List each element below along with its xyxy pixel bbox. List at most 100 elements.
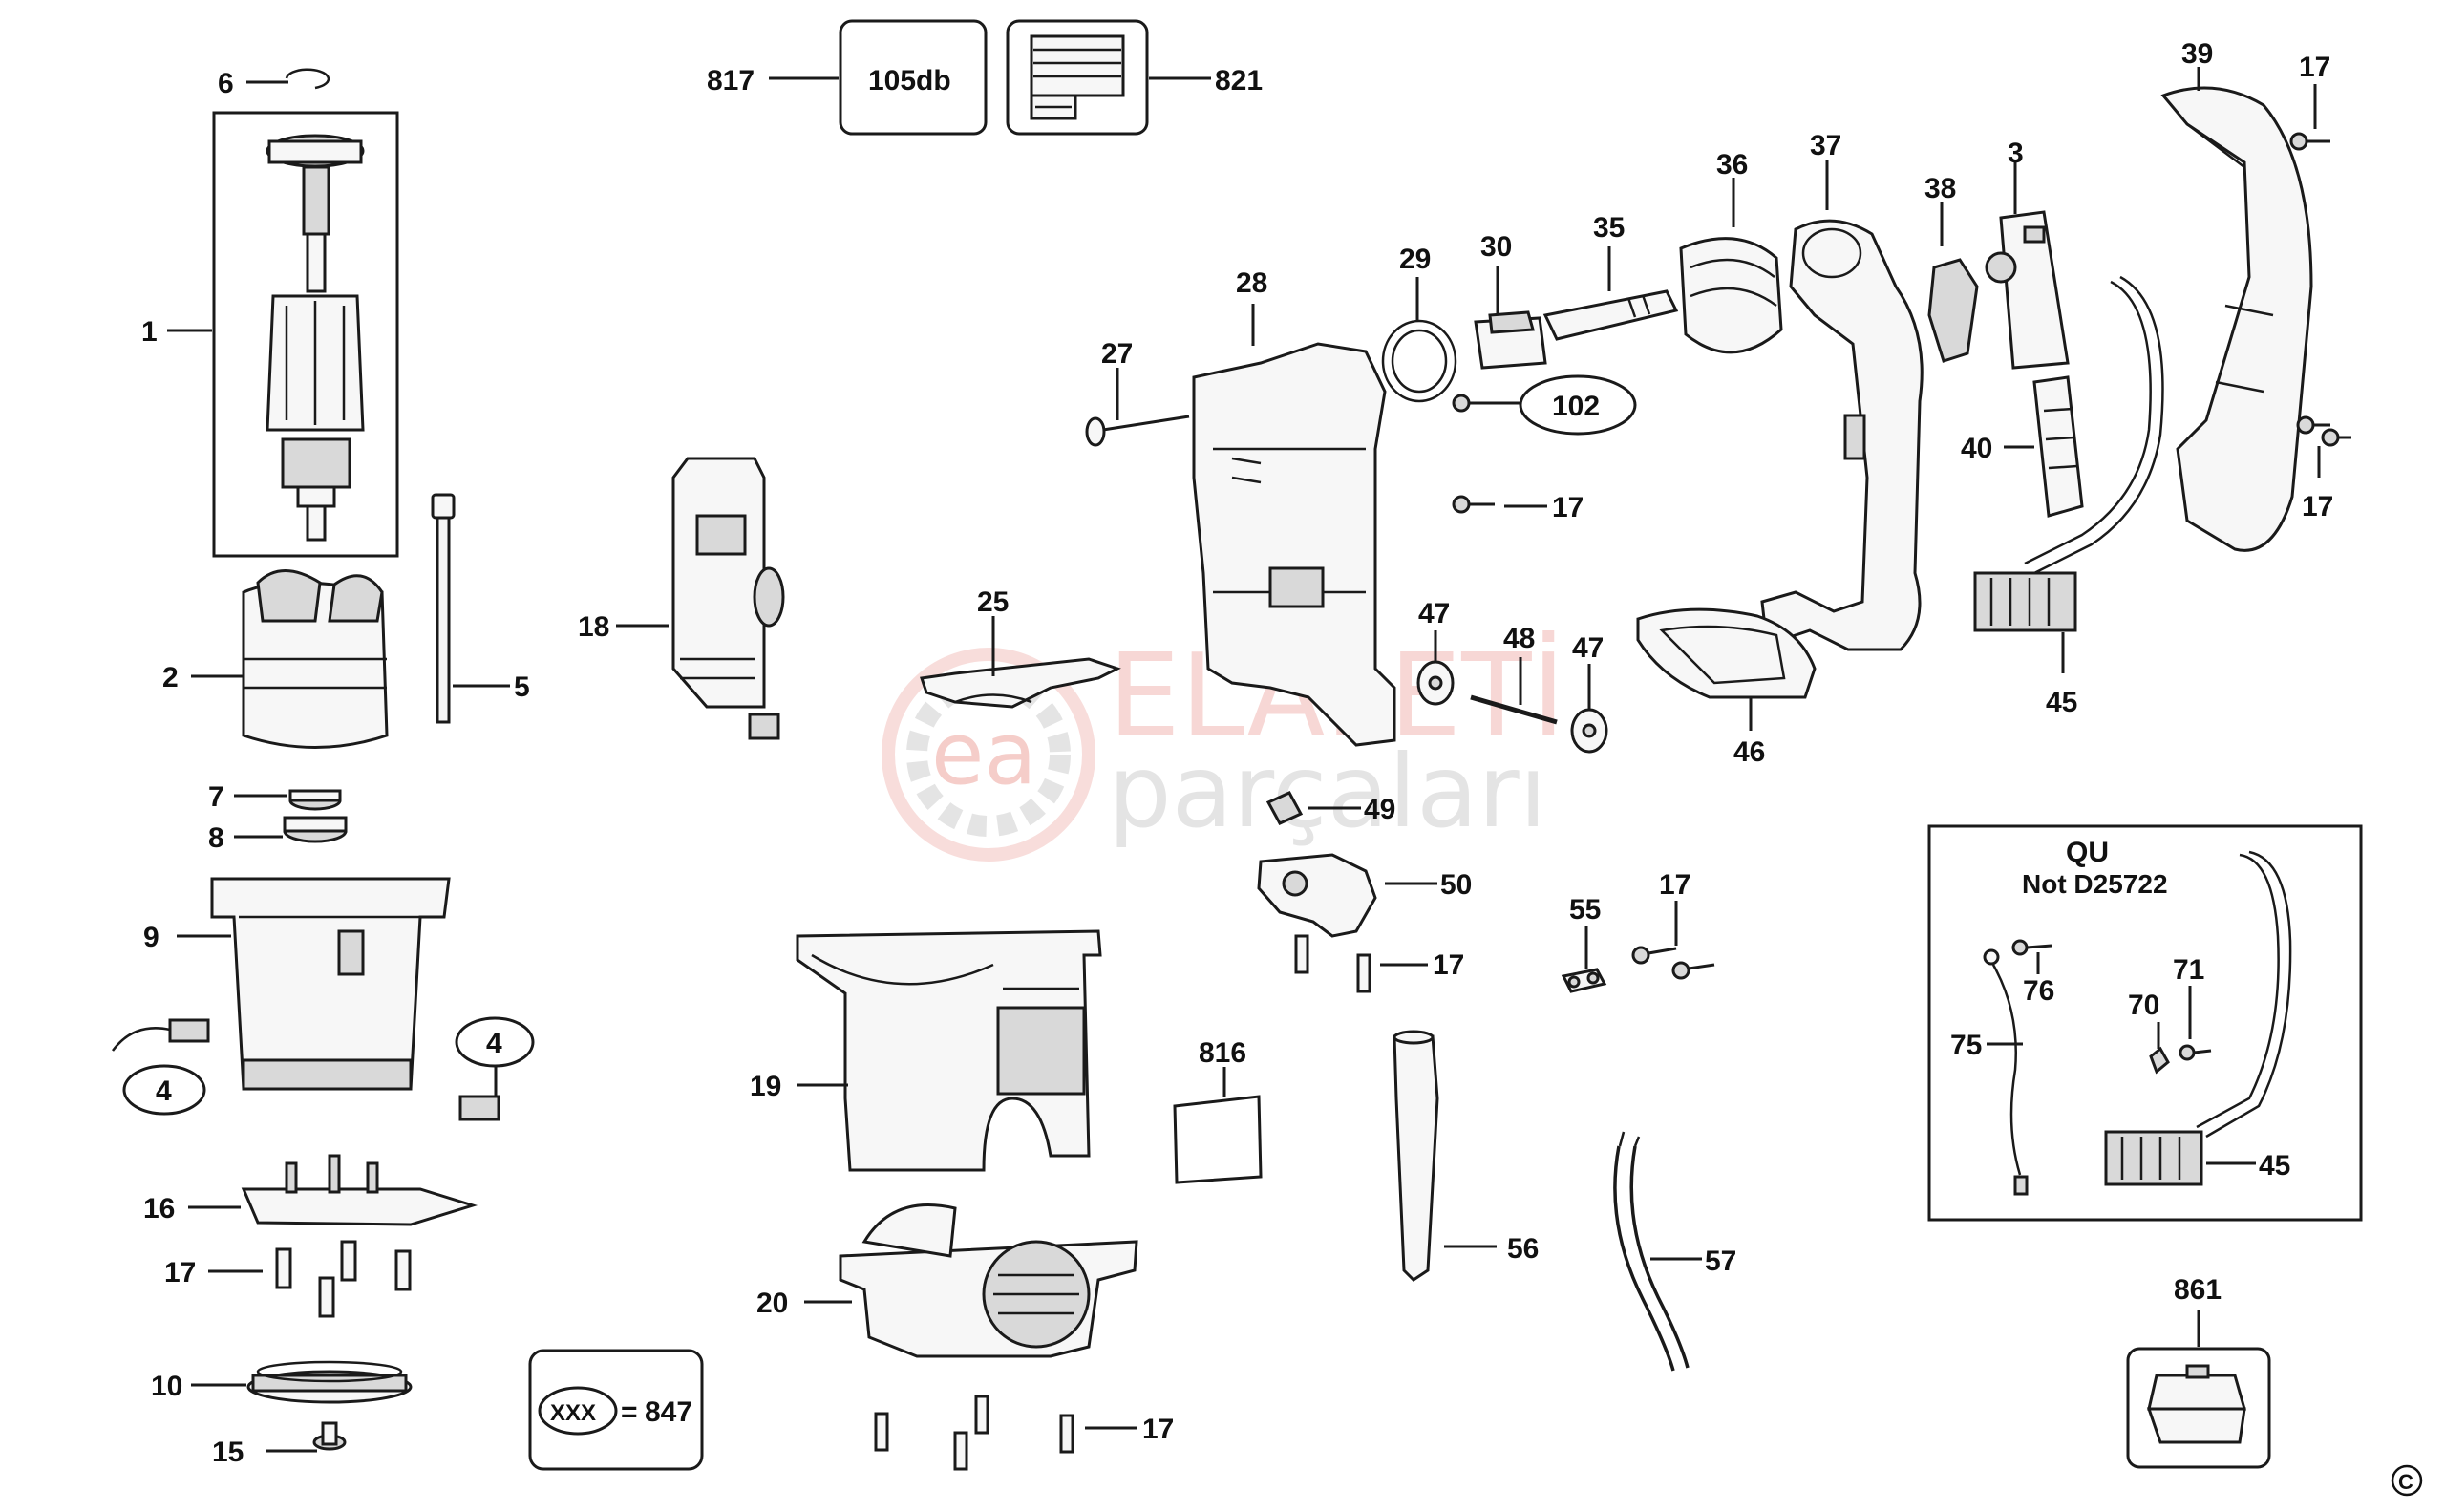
part-36-boot <box>1679 237 1783 354</box>
part-75-wire <box>1983 948 2029 1196</box>
label-20: 20 <box>756 1288 788 1319</box>
label-40: 40 <box>1961 433 1992 464</box>
part-17-screws-left <box>275 1240 412 1318</box>
label-861: 861 <box>2174 1274 2222 1306</box>
label-17a: 17 <box>164 1257 196 1288</box>
part-3-switch <box>1985 210 2070 370</box>
label-48: 48 <box>1503 623 1535 654</box>
label-19: 19 <box>750 1071 781 1102</box>
part-102-screw <box>1452 374 1637 436</box>
label-8: 8 <box>208 822 224 854</box>
part-6-circlip <box>246 68 330 90</box>
part-7-bearing <box>288 789 342 811</box>
label-56: 56 <box>1507 1233 1539 1265</box>
part-57-cord <box>1613 1131 1690 1372</box>
label-25: 25 <box>977 586 1009 618</box>
label-29: 29 <box>1399 244 1431 275</box>
part-25-link <box>920 657 1121 709</box>
label-55: 55 <box>1569 894 1601 926</box>
part-49-clip <box>1265 791 1304 825</box>
label-7: 7 <box>208 781 224 813</box>
label-15: 15 <box>212 1437 244 1468</box>
part-45-harness <box>1973 275 2164 632</box>
part-37-handle <box>1760 219 1924 651</box>
part-9-motor-housing <box>210 877 451 1091</box>
part-70-clip <box>2149 1046 2170 1075</box>
label-45a: 45 <box>2046 687 2077 718</box>
part-17-screws-55 <box>1631 946 1715 980</box>
part-816-label <box>1173 1095 1263 1184</box>
label-35: 35 <box>1593 212 1625 244</box>
label-16: 16 <box>143 1193 175 1225</box>
label-102: 102 <box>1552 391 1600 422</box>
part-2-field <box>242 569 389 749</box>
part-1-armature <box>212 111 399 558</box>
part-821-rating-label <box>1006 19 1149 136</box>
part-17-screws-39 <box>2289 132 2351 447</box>
label-76: 76 <box>2023 975 2054 1007</box>
label-5: 5 <box>514 671 530 703</box>
label-17d: 17 <box>2299 52 2330 83</box>
legend-box-847 <box>528 1349 704 1471</box>
part-56-cord-guard <box>1393 1030 1439 1282</box>
label-821: 821 <box>1215 65 1263 96</box>
part-18-switch-module <box>671 457 785 740</box>
part-38-trigger <box>1927 258 1979 363</box>
label-3: 3 <box>2008 138 2024 169</box>
part-20-housing-base <box>839 1203 1138 1358</box>
label-47b: 47 <box>1572 632 1604 664</box>
part-71-screw <box>2179 1044 2212 1061</box>
label-17c: 17 <box>1552 492 1584 523</box>
label-28: 28 <box>1236 267 1267 299</box>
label-46: 46 <box>1733 736 1765 768</box>
label-xxx: XXX <box>550 1400 596 1426</box>
label-17b: 17 <box>1142 1414 1174 1445</box>
copyright-mark: C <box>2398 1470 2413 1494</box>
part-76-screw <box>2011 939 2052 956</box>
label-75: 75 <box>1950 1030 1982 1061</box>
part-45-harness-inset <box>2104 850 2292 1186</box>
label-6: 6 <box>218 68 234 99</box>
part-16-plate <box>241 1154 478 1226</box>
label-1: 1 <box>141 316 158 348</box>
label-45b: 45 <box>2259 1150 2290 1182</box>
part-28-main-housing <box>1192 342 1396 747</box>
part-30-block <box>1474 310 1547 370</box>
copyright-circle <box>2391 1464 2423 1497</box>
label-17f: 17 <box>1433 949 1464 981</box>
label-50: 50 <box>1440 869 1472 901</box>
part-50-cover <box>1257 853 1377 938</box>
watermark-line2: parçaları <box>1108 734 1547 850</box>
label-17g: 17 <box>1659 869 1690 901</box>
label-816: 816 <box>1199 1037 1246 1069</box>
part-17-screw-mid <box>1452 495 1495 514</box>
label-847: 847 <box>645 1396 692 1428</box>
inset-title: QU <box>2066 837 2109 868</box>
part-27-screw <box>1085 415 1190 447</box>
label-71: 71 <box>2173 954 2204 986</box>
part-48-rod <box>1470 694 1558 725</box>
label-4b: 4 <box>486 1028 502 1059</box>
part-35-bar <box>1542 289 1679 341</box>
label-17e: 17 <box>2302 491 2333 522</box>
label-10: 10 <box>151 1371 182 1402</box>
label-18: 18 <box>578 611 609 643</box>
label-49: 49 <box>1364 794 1395 825</box>
label-2: 2 <box>162 662 179 693</box>
part-47-nut-right <box>1570 708 1608 754</box>
label-30: 30 <box>1480 231 1512 263</box>
label-4a: 4 <box>156 1075 172 1107</box>
part-861-kit-box <box>2126 1347 2271 1469</box>
label-817: 817 <box>707 65 755 96</box>
part-8-bearing <box>283 816 348 843</box>
label-27: 27 <box>1101 338 1133 370</box>
label-57: 57 <box>1705 1246 1736 1277</box>
part-4-brush-holder-right <box>455 1016 535 1121</box>
part-29-spring <box>1381 319 1457 403</box>
part-817-sound-label <box>839 19 988 136</box>
inset-subtitle: Not D25722 <box>2022 869 2168 899</box>
label-38: 38 <box>1924 173 1956 204</box>
label-37: 37 <box>1810 130 1841 161</box>
label-70: 70 <box>2128 990 2159 1021</box>
